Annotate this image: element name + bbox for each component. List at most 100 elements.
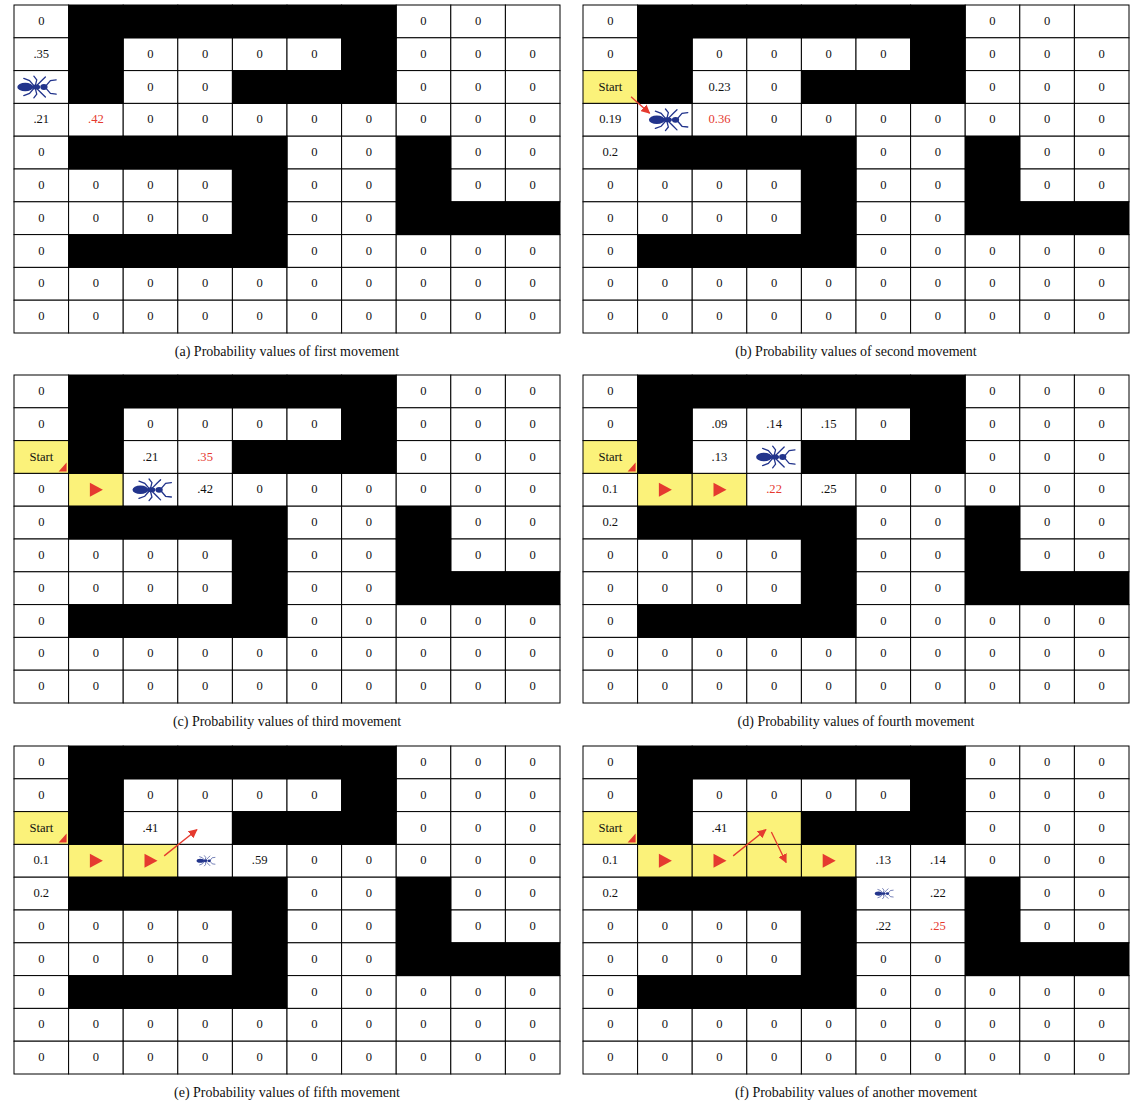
cell-value: 0 bbox=[232, 1008, 287, 1041]
maze-cell bbox=[69, 300, 124, 333]
wall-cell bbox=[68, 136, 124, 170]
cell-value: 0 bbox=[1074, 38, 1129, 71]
maze-cell bbox=[287, 506, 342, 539]
maze-cell bbox=[178, 202, 233, 235]
maze-cell bbox=[1020, 300, 1075, 333]
maze-cell bbox=[14, 267, 69, 300]
maze-cell bbox=[965, 473, 1020, 506]
cell-value: 0 bbox=[583, 235, 638, 268]
maze-cell bbox=[342, 877, 397, 910]
maze-cell bbox=[342, 943, 397, 976]
wall-cell bbox=[692, 746, 748, 780]
maze-cell bbox=[965, 441, 1020, 474]
wall-cell bbox=[232, 746, 288, 780]
cell-value: 0 bbox=[232, 408, 287, 441]
maze-cell bbox=[1074, 779, 1129, 812]
wall-cell bbox=[856, 811, 912, 845]
maze-cell bbox=[1074, 473, 1129, 506]
panel-caption: (e) Probability values of fifth movement bbox=[14, 1085, 560, 1102]
cell-value: 0 bbox=[287, 1008, 342, 1041]
wall-cell bbox=[801, 539, 857, 573]
maze-cell bbox=[14, 441, 69, 474]
wall-cell bbox=[232, 201, 288, 235]
cell-value: 0 bbox=[178, 943, 233, 976]
cell-value: 0 bbox=[342, 943, 397, 976]
cell-value: 0 bbox=[505, 103, 560, 136]
cell-value: 0 bbox=[505, 473, 560, 506]
wall-cell bbox=[177, 877, 233, 911]
maze-cell bbox=[451, 910, 506, 943]
start-marker bbox=[59, 462, 67, 471]
cell-value: 0 bbox=[911, 300, 966, 333]
cell-value: 0 bbox=[178, 1041, 233, 1074]
cell-value: 0.36 bbox=[692, 103, 747, 136]
maze-cell bbox=[69, 539, 124, 572]
maze-cell bbox=[692, 1008, 747, 1041]
maze-cell bbox=[14, 812, 69, 845]
maze-cell bbox=[583, 38, 638, 71]
wall-cell bbox=[637, 877, 693, 911]
cell-value: 0 bbox=[692, 572, 747, 605]
wall-cell bbox=[68, 604, 124, 638]
maze-cell bbox=[287, 670, 342, 703]
cell-value: 0 bbox=[342, 202, 397, 235]
maze-cell bbox=[911, 670, 966, 703]
maze-cell bbox=[342, 506, 397, 539]
cell-value: .13 bbox=[856, 844, 911, 877]
maze-cell bbox=[692, 103, 747, 136]
maze-cell bbox=[505, 910, 560, 943]
maze-cell bbox=[856, 1008, 911, 1041]
maze-cell bbox=[1020, 375, 1075, 408]
maze-cell bbox=[911, 473, 966, 506]
wall-cell bbox=[637, 975, 693, 1009]
maze-cell bbox=[1074, 71, 1129, 104]
cell-value: 0 bbox=[505, 235, 560, 268]
cell-value: 0 bbox=[451, 473, 506, 506]
cell-value: 0 bbox=[1074, 1041, 1129, 1074]
maze-cell bbox=[342, 637, 397, 670]
maze-cell bbox=[1074, 1041, 1129, 1074]
cell-value: 0 bbox=[911, 637, 966, 670]
cell-value: 0 bbox=[505, 779, 560, 812]
cell-value: 0 bbox=[1020, 637, 1075, 670]
cell-value: 0 bbox=[1020, 71, 1075, 104]
wall-cell bbox=[637, 136, 693, 170]
maze-cell bbox=[1020, 812, 1075, 845]
maze-cell bbox=[287, 605, 342, 638]
maze-cell bbox=[14, 38, 69, 71]
path-arrow-mark bbox=[823, 854, 836, 868]
maze-cell bbox=[911, 300, 966, 333]
cell-value: 0 bbox=[583, 202, 638, 235]
wall-cell bbox=[965, 201, 1021, 235]
maze-cell bbox=[747, 38, 802, 71]
cell-value: 0 bbox=[123, 539, 178, 572]
cell-value: 0 bbox=[178, 71, 233, 104]
maze-cell bbox=[342, 235, 397, 268]
cell-value: 0 bbox=[638, 539, 693, 572]
maze-cell bbox=[856, 103, 911, 136]
maze-cell bbox=[911, 877, 966, 910]
cell-value: 0 bbox=[14, 300, 69, 333]
ant-body bbox=[147, 487, 156, 492]
maze-cell bbox=[911, 976, 966, 1009]
cell-value: 0 bbox=[287, 943, 342, 976]
wall-cell bbox=[177, 604, 233, 638]
cell-value: 0 bbox=[287, 637, 342, 670]
maze-cell bbox=[69, 473, 124, 506]
cell-value: 0 bbox=[287, 408, 342, 441]
maze-cell bbox=[505, 473, 560, 506]
maze-cell bbox=[1074, 637, 1129, 670]
wall-cell bbox=[746, 604, 802, 638]
cell-value: 0 bbox=[911, 572, 966, 605]
maze-cell bbox=[178, 1041, 233, 1074]
cell-value: 0 bbox=[505, 375, 560, 408]
wall-cell bbox=[801, 877, 857, 911]
maze-cell bbox=[451, 103, 506, 136]
maze-cell bbox=[14, 976, 69, 1009]
maze-cell bbox=[342, 976, 397, 1009]
wall-cell bbox=[637, 234, 693, 268]
maze-cell bbox=[14, 235, 69, 268]
cell-value: 0 bbox=[342, 572, 397, 605]
maze-cell bbox=[451, 300, 506, 333]
cell-value: 0 bbox=[451, 506, 506, 539]
